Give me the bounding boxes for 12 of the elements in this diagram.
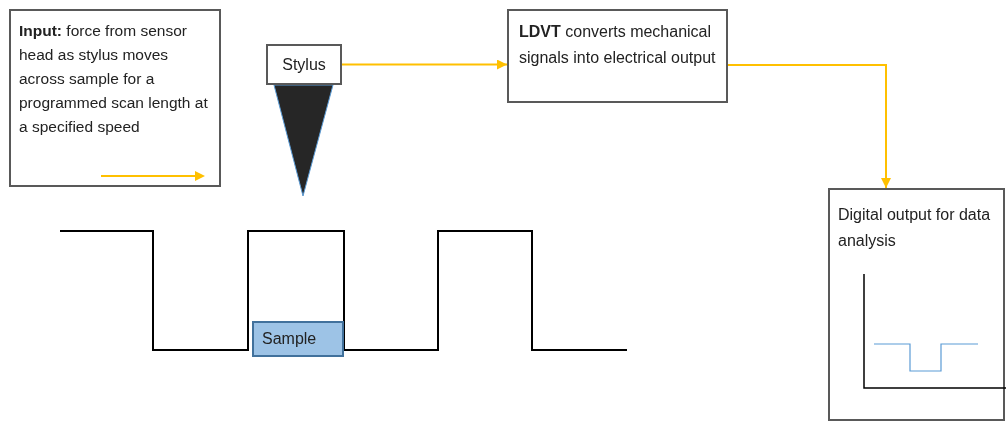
- node-text: Sample: [262, 329, 317, 349]
- node-text: Stylus: [282, 54, 326, 75]
- node-text: LDVT converts mechanical signals into electrical output: [519, 23, 716, 66]
- node-text: Digital output for data analysis: [838, 206, 991, 249]
- arrow: [727, 64, 891, 189]
- process-box: [507, 9, 728, 103]
- node-text: Input: force from sensor head as stylus moves across sample for a programmed scan length at a specified speed: [19, 22, 208, 135]
- stylus-box: [266, 44, 342, 85]
- input-box: [9, 9, 221, 187]
- sample-box: [252, 321, 344, 357]
- output-box: [828, 188, 1005, 421]
- arrow: [341, 59, 508, 70]
